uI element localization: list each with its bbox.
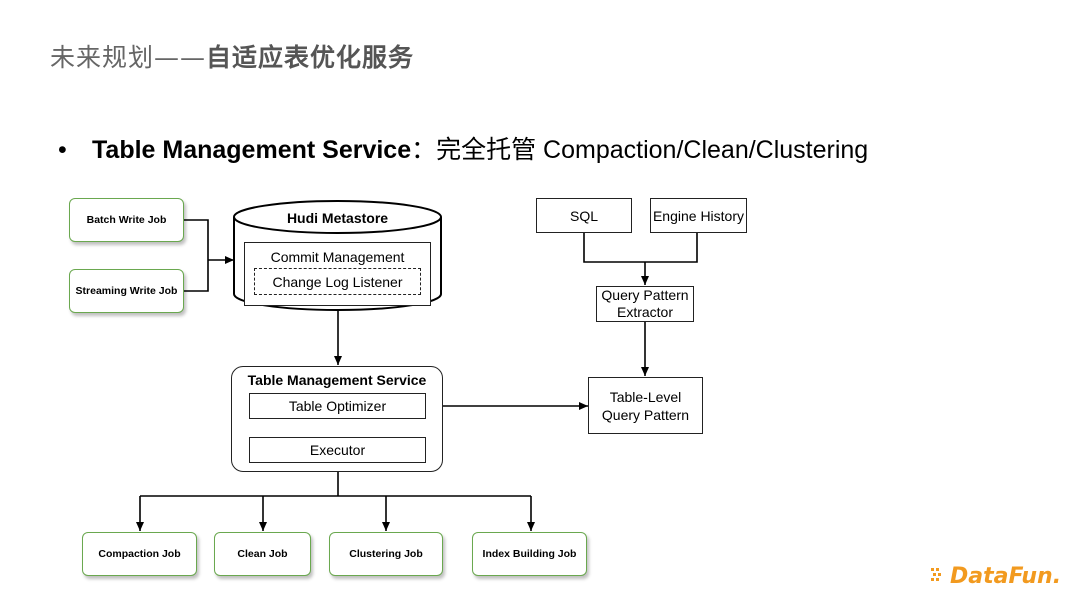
page-title-main: 未来规划—— <box>50 43 207 72</box>
query-pattern-extractor-line1: Query Pattern <box>601 287 689 303</box>
index-building-job-node: Index Building Job <box>472 532 587 576</box>
table-level-line2: Query Pattern <box>601 406 690 423</box>
table-optimizer-node: Table Optimizer <box>249 393 426 419</box>
compaction-job-node: Compaction Job <box>82 532 197 576</box>
bullet-line: • Table Management Service：完全托管 Compactio… <box>58 130 868 166</box>
query-pattern-extractor-node: Query Pattern Extractor <box>596 286 694 322</box>
bullet-rest-text: ：完全托管 Compaction/Clean/Clustering <box>411 136 869 164</box>
streaming-write-job-node: Streaming Write Job <box>69 269 184 313</box>
bullet-marker: • <box>58 136 67 164</box>
page-title-strong: 自适应表优化服务 <box>206 43 415 72</box>
engine-history-node: Engine History <box>650 198 747 233</box>
table-level-line1: Table-Level <box>609 388 682 405</box>
bullet-bold-text: Table Management Service <box>92 136 412 164</box>
connector-sql <box>583 233 645 263</box>
sql-node: SQL <box>536 198 632 233</box>
connector-engine-history <box>645 233 698 263</box>
datafun-dots-icon <box>930 564 948 589</box>
table-management-service-label: Table Management Service <box>247 372 427 388</box>
commit-management-label: Commit Management <box>270 249 405 265</box>
connector-batch-write <box>184 219 209 260</box>
page-title: 未来规划——自适应表优化服务 <box>50 38 414 74</box>
query-pattern-extractor-line2: Extractor <box>616 304 673 320</box>
clustering-job-node: Clustering Job <box>329 532 443 576</box>
change-log-listener-node: Change Log Listener <box>254 268 421 295</box>
clean-job-node: Clean Job <box>214 532 311 576</box>
hudi-metastore-label: Hudi Metastore <box>286 210 389 226</box>
datafun-logo-text: DataFun. <box>950 563 1062 589</box>
executor-node: Executor <box>249 437 426 463</box>
table-level-query-pattern-node: Table-Level Query Pattern <box>588 377 703 434</box>
connector-streaming-write <box>184 260 209 292</box>
batch-write-job-node: Batch Write Job <box>69 198 184 242</box>
datafun-logo: DataFun. <box>930 560 1061 592</box>
